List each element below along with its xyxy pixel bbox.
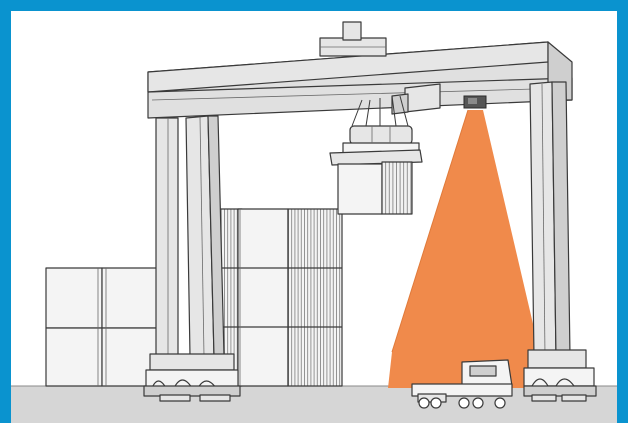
lifted-container: [338, 162, 412, 214]
overhead-sensor-icon: [464, 96, 486, 108]
container-stack-left: [46, 268, 160, 386]
